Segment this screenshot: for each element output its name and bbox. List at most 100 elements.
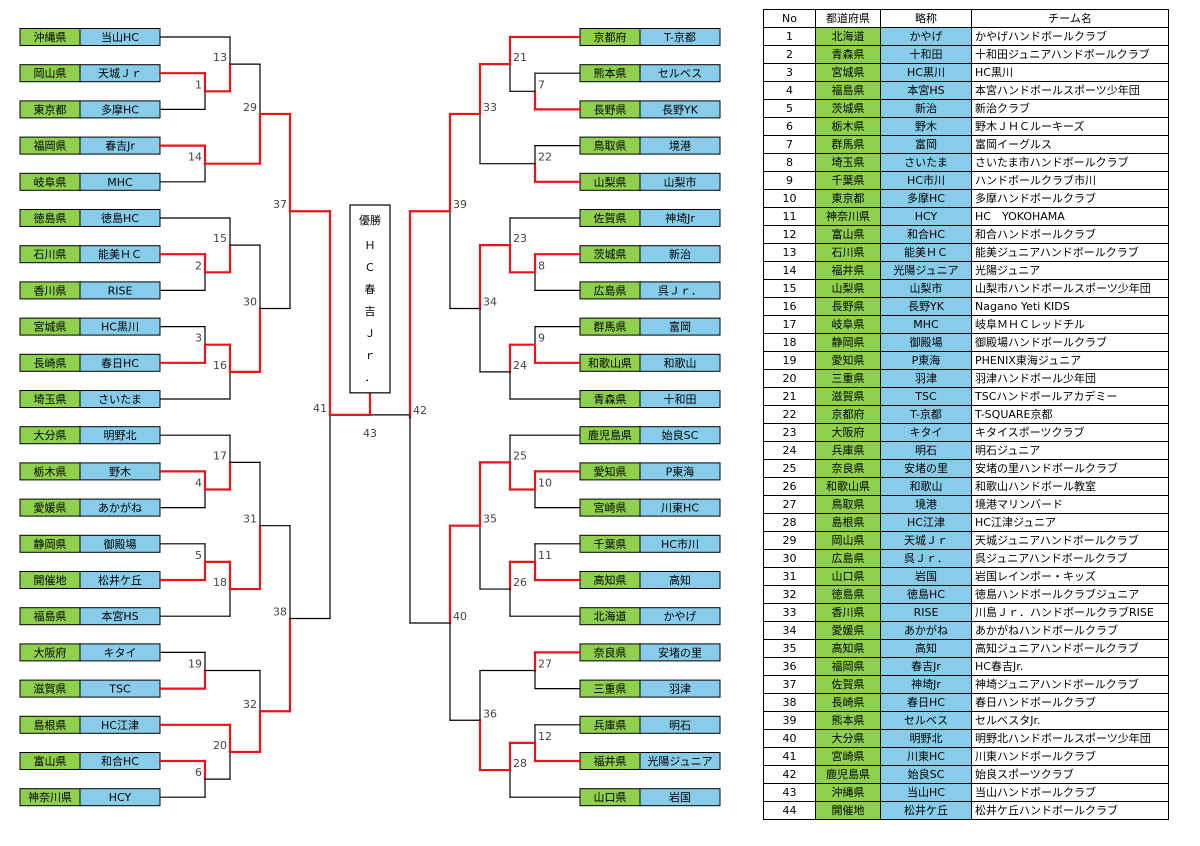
final-match-number-label: 43 [363, 427, 377, 440]
team-label: 多摩HC [101, 102, 139, 116]
roster-prefecture: 埼玉県 [815, 153, 881, 172]
champion-heading: 優勝 [359, 213, 381, 227]
roster-prefecture: 茨城県 [815, 99, 881, 118]
roster-no: 9 [763, 171, 816, 190]
team-box [639, 498, 721, 517]
roster-abbreviation: 光陽ジュニア [880, 261, 972, 280]
team-label: 天城Ｊｒ [98, 67, 142, 80]
roster-abbreviation: HC黒川 [880, 63, 972, 82]
match-number-label: 27 [538, 658, 552, 671]
roster-team-name: 十和田ジュニアハンドボールクラブ [971, 45, 1169, 64]
roster-team-name: セルベスタJr. [971, 711, 1169, 730]
prefecture-label: 高知県 [594, 573, 627, 587]
prefecture-label: 熊本県 [594, 66, 627, 80]
roster-prefecture: 島根県 [815, 513, 881, 532]
roster-prefecture: 福島県 [815, 81, 881, 100]
prefecture-label: 長崎県 [34, 356, 67, 370]
roster-no: 25 [763, 459, 816, 478]
roster-abbreviation: さいたま [880, 153, 972, 172]
team-box [639, 28, 721, 46]
match-number-label: 2 [195, 259, 202, 272]
roster-prefecture: 福岡県 [815, 657, 881, 676]
match-number-label: 3 [195, 332, 202, 345]
roster-no: 30 [763, 549, 816, 568]
roster-no: 34 [763, 621, 816, 640]
champion-name-char: Ｈ [365, 239, 376, 252]
match-number-label: 1 [195, 78, 202, 91]
match-number-label: 35 [483, 513, 497, 526]
roster-prefecture: 鹿児島県 [815, 765, 881, 784]
roster-no: 14 [763, 261, 816, 280]
roster-abbreviation: キタイ [880, 423, 972, 442]
roster-prefecture: 開催地 [815, 801, 881, 820]
team-label: さいたま [98, 393, 142, 406]
roster-team-name: T-SQUARE京都 [971, 405, 1169, 424]
roster-abbreviation: 新治 [880, 99, 972, 118]
prefecture-label: 沖縄県 [34, 30, 67, 44]
team-label: 松井ケ丘 [98, 573, 142, 587]
roster-team-name: かやげハンドボールクラブ [971, 27, 1169, 46]
prefecture-label: 開催地 [34, 573, 67, 587]
roster-prefecture: 栃木県 [815, 117, 881, 136]
team-label: 始良SC [662, 428, 699, 442]
team-label: HC市川 [661, 537, 699, 551]
roster-prefecture: 富山県 [815, 225, 881, 244]
roster-team-name: 岩国レインボー・キッズ [971, 567, 1169, 586]
prefecture-label: 静岡県 [34, 537, 67, 551]
prefecture-label: 山口県 [594, 791, 627, 804]
match-number-label: 28 [513, 757, 527, 770]
roster-abbreviation: 明野北 [880, 729, 972, 748]
team-box [639, 426, 721, 445]
team-label: TSC [108, 683, 131, 696]
roster-prefecture: 熊本県 [815, 711, 881, 730]
team-label: 十和田 [664, 392, 697, 406]
prefecture-label: 富山県 [34, 754, 67, 768]
champion-name-char: Ｊ [365, 327, 376, 340]
roster-team-name: 御殿場ハンドボールクラブ [971, 333, 1169, 352]
match-number-label: 17 [213, 449, 227, 462]
team-label: HC黒川 [101, 321, 139, 334]
match-number-label: 21 [513, 51, 527, 64]
roster-no: 12 [763, 225, 816, 244]
roster-team-name: 和歌山ハンドボール教室 [971, 477, 1169, 496]
roster-abbreviation: 明石 [880, 441, 972, 460]
roster-no: 5 [763, 99, 816, 118]
roster-header-team-name: チーム名 [971, 9, 1169, 28]
prefecture-label: 青森県 [594, 392, 627, 406]
roster-abbreviation: 松井ケ丘 [880, 801, 972, 820]
roster-no: 26 [763, 477, 816, 496]
roster-team-name: 山梨市ハンドボールスポーツ少年団 [971, 279, 1169, 298]
prefecture-label: 埼玉県 [34, 392, 67, 406]
team-label: 和歌山 [664, 356, 697, 370]
roster-prefecture: 滋賀県 [815, 387, 881, 406]
roster-abbreviation: MHC [880, 315, 972, 334]
champion-name-char: ． [365, 371, 376, 384]
team-label: 当山HC [101, 30, 139, 44]
team-label: P東海 [666, 464, 695, 478]
roster-abbreviation: 天城Ｊｒ [880, 531, 972, 550]
prefecture-label: 茨城県 [594, 247, 627, 261]
prefecture-label: 長野県 [594, 103, 627, 116]
roster-no: 36 [763, 657, 816, 676]
team-box [639, 607, 721, 626]
prefecture-label: 宮城県 [34, 320, 67, 334]
